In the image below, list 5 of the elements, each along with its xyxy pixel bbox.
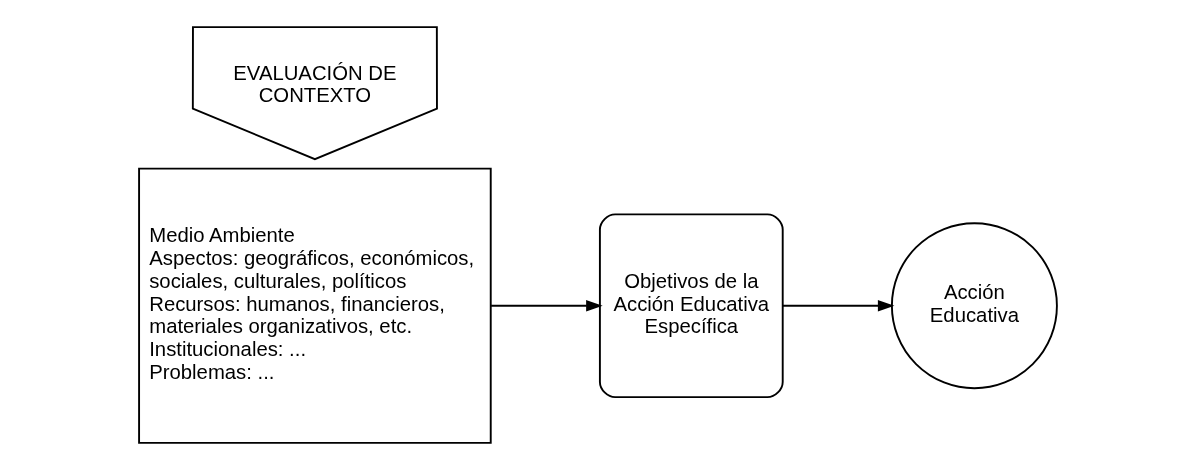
node-box: Medio Ambiente Aspectos: geográficos, económicos, sociales, culturales, políticos Recursos: humanos, financieros, materiales organizativos, etc. Institucionales: ... Problemas: ... (137, 167, 492, 444)
node-box: Objetivos de la Acción Educativa Específica (598, 213, 784, 399)
arrow (781, 299, 894, 312)
arrow (489, 299, 603, 312)
node-circle: Acción Educativa (890, 222, 1058, 390)
